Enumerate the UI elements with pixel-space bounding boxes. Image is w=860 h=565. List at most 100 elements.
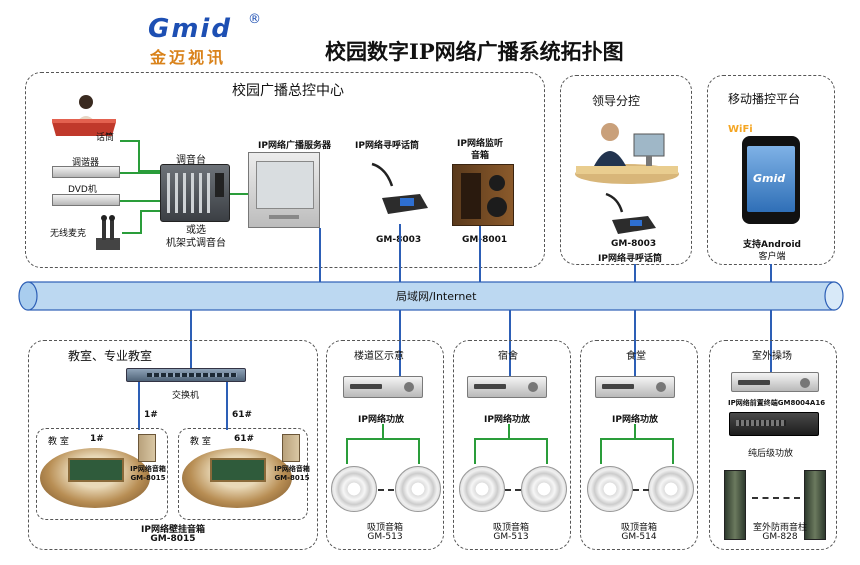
classroom-2-label: 教 室 xyxy=(190,437,211,447)
classroom-2-speaker-model: GM-8015 xyxy=(274,474,310,482)
wireless-mic-label: 无线麦克 xyxy=(50,229,87,239)
monitor-speaker-model: GM-8001 xyxy=(462,235,508,245)
server-device xyxy=(248,152,320,228)
rear-amplifier-label: 纯后级功放 xyxy=(748,449,794,459)
page-title: 校园数字IP网络广播系统拓扑图 xyxy=(325,39,624,64)
canteen-zone xyxy=(580,340,698,550)
monitor-speaker-device xyxy=(452,164,514,226)
classroom-1-number: 1# xyxy=(90,434,104,444)
dorm-ceiling-speaker xyxy=(459,466,505,512)
wifi-icon: WiFi xyxy=(728,124,753,135)
logo: Gmid ® 金迈视讯 xyxy=(148,12,261,67)
classroom-1-image xyxy=(40,448,150,508)
connector-line xyxy=(346,438,420,440)
classroom-1-speaker xyxy=(138,434,156,462)
leader-paging-mic xyxy=(600,192,660,238)
leader-title: 领导分控 xyxy=(592,94,641,108)
connector-line xyxy=(600,438,602,464)
mobile-support-label: 支持Android xyxy=(743,240,801,250)
connector-line xyxy=(346,438,348,464)
tuner-label: 调谐器 xyxy=(72,158,100,168)
connector-line xyxy=(634,424,636,440)
mic-label: 话筒 xyxy=(96,133,115,143)
dorm-zone xyxy=(453,340,571,550)
dorm-amplifier xyxy=(467,376,547,398)
connector-line xyxy=(672,438,674,464)
network-link xyxy=(319,228,321,284)
wireless-mic-device xyxy=(94,214,122,254)
corridor-ceiling-speaker xyxy=(395,466,441,512)
dashed-connector xyxy=(633,489,649,491)
dashed-connector xyxy=(505,489,521,491)
leader-zone xyxy=(560,75,692,265)
port-61-label: 61# xyxy=(232,410,253,420)
port-1-label: 1# xyxy=(144,410,158,420)
mixer-alt-label: 或选 机架式调音台 xyxy=(166,225,226,249)
dvd-device xyxy=(52,194,120,206)
network-link xyxy=(399,224,401,284)
dorm-title: 宿舍 xyxy=(498,351,518,362)
corridor-speaker-model: GM-513 xyxy=(367,532,403,542)
classroom-1-speaker-label: IP网络音箱 xyxy=(130,465,166,473)
rear-amplifier-device xyxy=(729,412,819,436)
classroom-2-box xyxy=(178,428,308,520)
corridor-zone xyxy=(326,340,444,550)
network-link xyxy=(138,382,140,430)
connector-line xyxy=(120,172,160,174)
connector-line xyxy=(140,210,160,212)
corridor-ceiling-speaker xyxy=(331,466,377,512)
network-link xyxy=(509,310,511,380)
connector-line xyxy=(382,424,384,440)
dorm-speaker-model: GM-513 xyxy=(493,532,529,542)
connector-line xyxy=(546,438,548,464)
outdoor-column-speaker xyxy=(804,470,826,540)
network-link xyxy=(190,310,192,372)
corridor-amplifier-label: IP网络功放 xyxy=(358,415,404,425)
wall-speaker-model: GM-8015 xyxy=(150,534,196,544)
network-link xyxy=(226,382,228,430)
corridor-speaker-label: 吸顶音箱 xyxy=(366,523,403,533)
connector-line xyxy=(600,438,674,440)
dashed-connector xyxy=(378,489,394,491)
paging-mic-model: GM-8003 xyxy=(376,235,421,245)
dashed-connector xyxy=(752,497,800,499)
mobile-client-label: 客户端 xyxy=(758,252,786,262)
corridor-title: 楼道区示意 xyxy=(354,351,404,362)
connector-line xyxy=(418,438,420,464)
network-link xyxy=(770,264,772,284)
connector-line xyxy=(140,210,142,234)
smartphone-device: Gmid xyxy=(742,136,800,224)
connector-line xyxy=(508,424,510,440)
connector-line xyxy=(138,170,160,172)
classroom-2-image xyxy=(182,448,292,508)
classroom-1-speaker-model: GM-8015 xyxy=(130,474,166,482)
control-center-zone xyxy=(25,72,545,268)
canteen-amplifier xyxy=(595,376,675,398)
logo-registered: ® xyxy=(248,12,261,27)
outdoor-zone xyxy=(709,340,837,550)
connector-line xyxy=(138,140,140,170)
tuner-device xyxy=(52,166,120,178)
connector-line xyxy=(230,193,248,195)
dorm-ceiling-speaker xyxy=(521,466,567,512)
connector-line xyxy=(120,140,140,142)
classroom-2-speaker xyxy=(282,434,300,462)
outdoor-title: 室外操场 xyxy=(752,351,792,362)
classroom-1-label: 教 室 xyxy=(48,437,69,447)
paging-mic-label: IP网络寻呼话筒 xyxy=(355,141,419,151)
canteen-title: 食堂 xyxy=(626,351,646,362)
classroom-2-speaker-label: IP网络音箱 xyxy=(274,465,310,473)
control-center-title: 校园广播总控中心 xyxy=(232,83,344,99)
classroom-2-number: 61# xyxy=(234,434,255,444)
network-link xyxy=(479,226,481,284)
mixer-device xyxy=(160,164,230,222)
paging-mic-device xyxy=(368,158,432,222)
network-link xyxy=(770,310,772,372)
connector-line xyxy=(120,200,160,202)
leader-paging-model: GM-8003 xyxy=(611,239,657,249)
mixer-label: 调音台 xyxy=(176,155,206,166)
outdoor-terminal-device xyxy=(731,372,819,392)
announcer-desk-image xyxy=(48,92,120,136)
corridor-amplifier xyxy=(343,376,423,398)
network-link xyxy=(634,264,636,284)
